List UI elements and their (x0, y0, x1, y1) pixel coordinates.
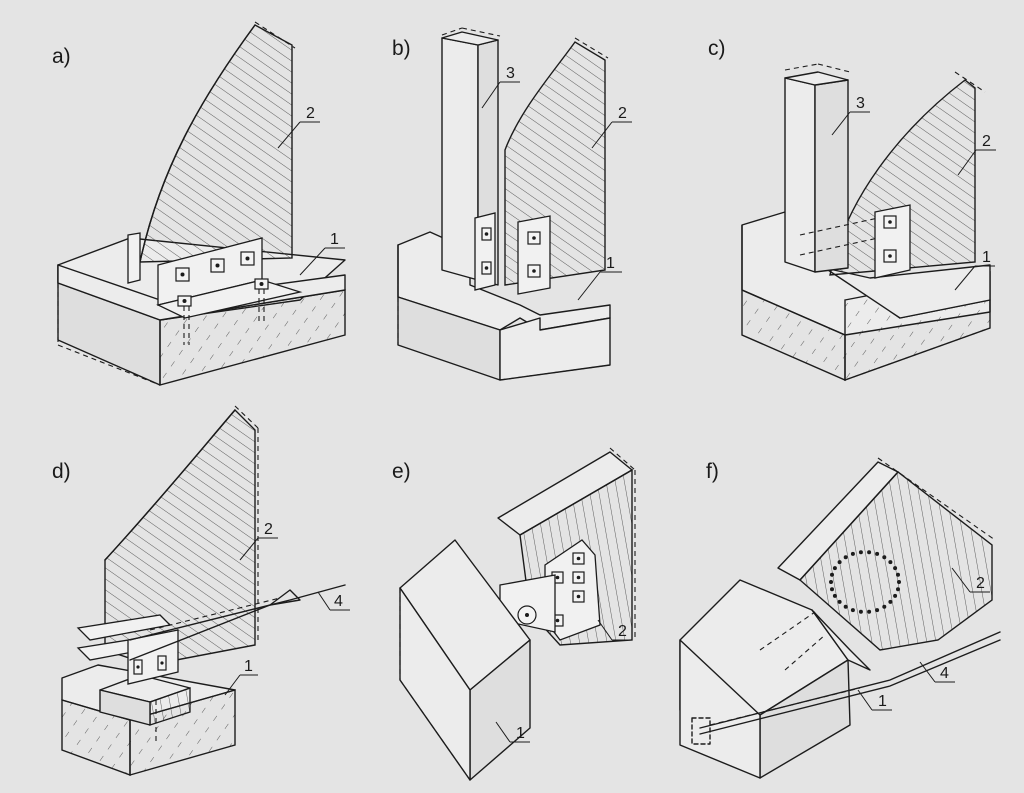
svg-text:2: 2 (618, 105, 627, 122)
panel-d: d) (52, 405, 350, 777)
svg-text:4: 4 (334, 593, 343, 610)
callout-2: 2 (951, 567, 990, 593)
connector-dot (829, 580, 833, 584)
callout-4: 4 (919, 661, 955, 683)
callout-1: 1 (299, 231, 345, 276)
connector-dot (893, 593, 898, 598)
callout-3: 3 (481, 65, 520, 109)
connector-dot (837, 560, 842, 565)
svg-text:3: 3 (506, 65, 515, 82)
callout-3: 3 (831, 95, 870, 136)
svg-text:2: 2 (976, 575, 985, 592)
panel-c: c) 3 (708, 37, 996, 382)
callout-1: 1 (577, 255, 622, 301)
connector-dot (850, 608, 855, 613)
connector-dot (850, 551, 855, 556)
connector-dot (843, 604, 848, 609)
callout-1: 1 (495, 721, 530, 743)
callout-1: 1 (857, 689, 892, 711)
svg-text:2: 2 (982, 133, 991, 150)
panel-d-label: d) (52, 460, 71, 483)
panel-e-label: e) (392, 460, 411, 483)
connector-dot (858, 550, 863, 555)
steel-channel (799, 204, 911, 279)
connector-dot (832, 566, 837, 571)
connector-dot (888, 560, 893, 565)
callout-2: 2 (277, 105, 320, 149)
callout-2: 2 (597, 619, 632, 641)
panel-e: e) 2 (392, 447, 636, 781)
timber-arch (777, 457, 996, 651)
concrete-block (679, 579, 871, 779)
callout-4: 4 (317, 591, 350, 611)
svg-text:2: 2 (264, 521, 273, 538)
connector-dot (882, 604, 887, 609)
connector-dot (882, 555, 887, 560)
panel-b-label: b) (392, 37, 411, 60)
connector-dot (830, 587, 834, 592)
tie-rod (129, 584, 346, 661)
svg-text:1: 1 (330, 231, 339, 248)
svg-text:1: 1 (982, 249, 991, 266)
steel-channel (474, 212, 551, 295)
svg-text:2: 2 (306, 105, 315, 122)
connector-dot (867, 550, 872, 555)
panel-f-label: f) (706, 460, 719, 483)
svg-text:3: 3 (856, 95, 865, 112)
steel-hinge (76, 614, 179, 745)
svg-text:1: 1 (244, 658, 253, 675)
connector-dot (858, 609, 863, 614)
svg-text:2: 2 (618, 623, 627, 640)
timber-block (99, 674, 191, 726)
connector-dot (875, 608, 880, 613)
panel-c-label: c) (708, 37, 726, 60)
panel-a: a) (52, 21, 346, 386)
timber-arch (104, 405, 259, 666)
timber-arch (139, 21, 296, 263)
steel-bracket (127, 232, 303, 345)
connector-dot (843, 555, 848, 560)
connector-dot (897, 580, 901, 584)
callout-1: 1 (954, 249, 995, 291)
svg-text:1: 1 (878, 693, 887, 710)
connector-dot (832, 593, 837, 598)
panel-a-label: a) (52, 45, 71, 68)
panel-f: f) 2 4 1 (679, 457, 1001, 779)
callout-1: 1 (224, 658, 258, 696)
connector-dot (896, 587, 900, 592)
connector-dot (896, 572, 900, 577)
connector-dot (867, 609, 872, 614)
svg-text:1: 1 (606, 255, 615, 272)
timber-column (784, 63, 851, 273)
tie-rod (699, 631, 1001, 735)
callout-2: 2 (957, 133, 996, 176)
callout-2: 2 (239, 521, 278, 561)
panel-b: b) 3 (392, 27, 632, 381)
connector-dot (875, 551, 880, 556)
callout-2: 2 (591, 105, 632, 149)
connector-dot (893, 566, 898, 571)
connector-dot (837, 599, 842, 604)
bolt-ring (829, 550, 901, 614)
concrete-block (399, 539, 531, 781)
connector-dot (888, 599, 893, 604)
connector-dot (830, 572, 834, 577)
svg-text:4: 4 (940, 665, 949, 682)
svg-text:1: 1 (516, 725, 525, 742)
